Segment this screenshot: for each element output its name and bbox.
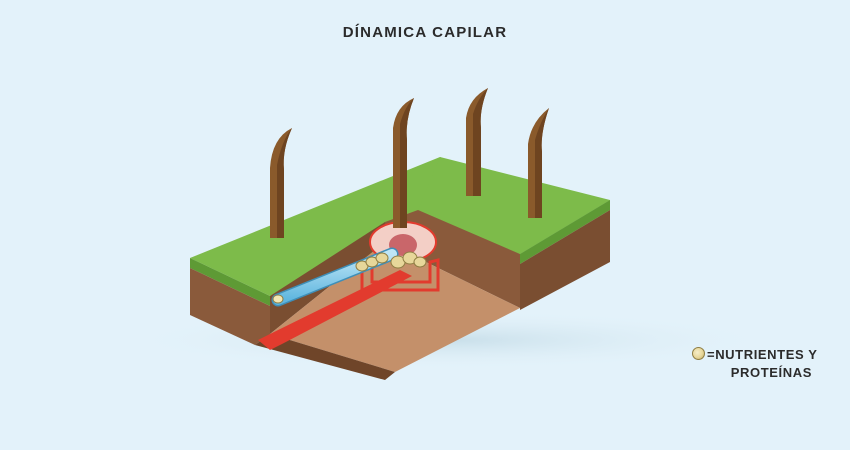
soil-bottom-edge (255, 334, 395, 380)
hair-stem-2-shade (400, 98, 414, 228)
capillary-branch (360, 258, 440, 292)
soil-floor (270, 242, 520, 372)
legend: =NUTRIENTES Y PROTEÍNAS (692, 346, 832, 382)
soil-front-right (520, 210, 610, 310)
diagram-title: DÍNAMICA CAPILAR (342, 24, 508, 41)
nutrient-granule-icon (692, 347, 705, 360)
hair-stem-4-shade (535, 108, 549, 218)
legend-line-2: PROTEÍNAS (730, 365, 812, 380)
grass-side-right (520, 200, 610, 264)
hair-stem-3-shade (473, 88, 488, 196)
nutrient-granules (272, 251, 427, 304)
soil-front-left (190, 268, 270, 345)
hair-stem-1-shade (277, 128, 292, 238)
grass-side-front (190, 258, 270, 306)
legend-line-1: =NUTRIENTES Y (707, 347, 818, 362)
